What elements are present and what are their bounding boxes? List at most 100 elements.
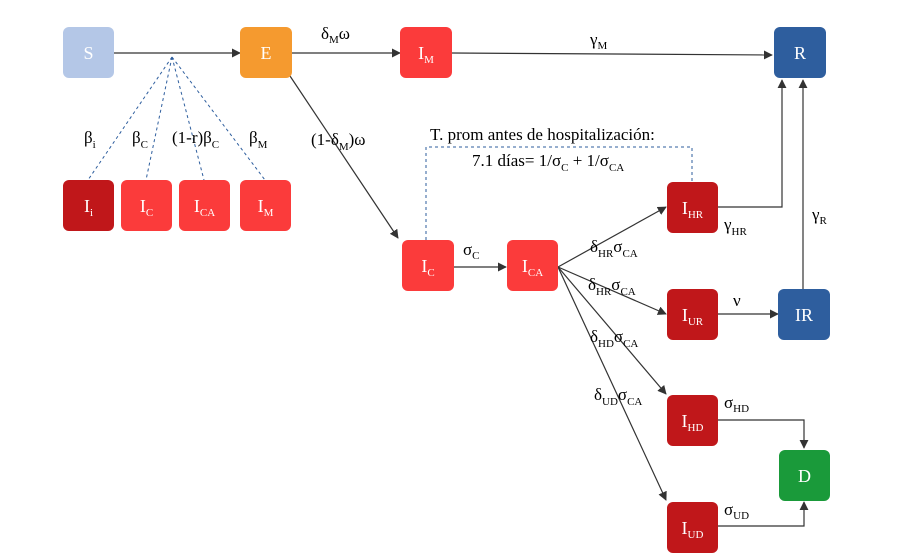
svg-text:Ii: Ii [84, 196, 93, 219]
label-one-minus-deltam-omega: (1-δM)ω [311, 130, 365, 153]
label-hospitalization-value: 7.1 días= 1/σC + 1/σCA [472, 151, 624, 174]
node-main: I [418, 43, 424, 63]
node-i-hd: IHD [667, 395, 718, 446]
node-box [667, 395, 718, 446]
node-sub: i [90, 207, 93, 219]
node-e: E [240, 27, 292, 78]
label-gamma-m: γM [589, 30, 608, 52]
label-sigma-hd: σHD [724, 393, 749, 415]
node-box [402, 240, 454, 291]
label-beta-c: βC [132, 128, 148, 151]
node-box [507, 240, 558, 291]
node-main: IR [795, 305, 813, 325]
node-box [240, 180, 291, 231]
node-sub: CA [528, 267, 543, 279]
node-i-ca: ICA [507, 240, 558, 291]
label-dud-sca: δUDσCA [594, 385, 642, 408]
node-box [63, 180, 114, 231]
svg-text:IM: IM [258, 196, 274, 219]
edge-ica-ihr [557, 206, 667, 268]
node-i-ud: IUD [667, 502, 718, 553]
node-sub: C [427, 267, 434, 279]
node-sub: M [424, 54, 434, 66]
svg-text:IUD: IUD [682, 518, 704, 541]
node-r: R [774, 27, 826, 78]
node-sub: CA [200, 207, 215, 219]
node-main: I [522, 256, 528, 276]
dash-to-im [171, 56, 266, 181]
label-sigma-c: σC [463, 240, 480, 262]
node-box [774, 27, 826, 78]
node-main: I [258, 196, 264, 216]
label-deltam-omega: δMω [321, 24, 350, 46]
edge-labels: δMω γM βi βC (1-r)βC βM (1-δM)ω T. prom … [84, 24, 828, 522]
dash-to-ic [145, 56, 173, 181]
node-sub: M [264, 207, 274, 219]
label-dhr-sca-2: δHRσCA [588, 275, 636, 298]
node-main: I [682, 518, 688, 538]
svg-text:R: R [794, 43, 806, 63]
label-sigma-ud: σUD [724, 500, 749, 522]
label-one-minus-r-beta-c: (1-r)βC [172, 128, 219, 151]
edge-ihd-d [718, 419, 809, 449]
node-d: D [779, 450, 830, 501]
node-main: I [84, 196, 90, 216]
svg-text:ICA: ICA [522, 256, 543, 279]
label-gamma-r: γR [811, 205, 828, 227]
node-main: I [194, 196, 200, 216]
node-box [667, 182, 718, 233]
node-main: D [798, 466, 811, 486]
label-hospitalization-title: T. prom antes de hospitalización: [430, 125, 655, 144]
label-gamma-hr: γHR [723, 215, 747, 238]
dashed-lines [87, 56, 693, 240]
node-main: S [83, 43, 93, 63]
svg-text:ICA: ICA [194, 196, 215, 219]
svg-text:E: E [261, 43, 272, 63]
edge-ica-iud [557, 266, 667, 501]
node-main: I [682, 411, 688, 431]
node-main: I [682, 305, 688, 325]
dash-to-ii [87, 56, 173, 181]
node-main: R [794, 43, 806, 63]
svg-text:IHR: IHR [682, 198, 704, 221]
node-box [779, 450, 830, 501]
node-box [240, 27, 292, 78]
svg-text:IHD: IHD [682, 411, 704, 434]
node-s: S [63, 27, 114, 78]
label-beta-i: βi [84, 128, 96, 151]
svg-text:D: D [798, 466, 811, 486]
svg-text:IC: IC [421, 256, 434, 279]
node-sub: C [146, 207, 153, 219]
edges [114, 48, 809, 527]
node-box [400, 27, 452, 78]
node-sub: UD [688, 529, 704, 541]
node-i-ca-left: ICA [179, 180, 230, 231]
nodes: S E IM R Ii IC ICA IM [63, 27, 830, 553]
node-box [778, 289, 830, 340]
dash-to-ica [171, 56, 205, 181]
edge-im-r [451, 50, 773, 60]
node-i-i: Ii [63, 180, 114, 231]
node-i-c: IC [402, 240, 454, 291]
node-box [667, 289, 718, 340]
node-main: I [682, 198, 688, 218]
node-sub: HD [688, 422, 704, 434]
node-box [121, 180, 172, 231]
node-i-m-top: IM [400, 27, 452, 78]
node-i-c-left: IC [121, 180, 172, 231]
node-ir: IR [778, 289, 830, 340]
node-main: I [421, 256, 427, 276]
node-box [63, 27, 114, 78]
node-main: E [261, 43, 272, 63]
node-box [179, 180, 230, 231]
node-i-ur: IUR [667, 289, 718, 340]
svg-text:IUR: IUR [682, 305, 704, 328]
svg-text:IM: IM [418, 43, 434, 66]
node-box [667, 502, 718, 553]
label-dhd-sca: δHDσCA [590, 327, 638, 350]
svg-text:IR: IR [795, 305, 813, 325]
label-beta-m: βM [249, 128, 268, 151]
node-i-hr: IHR [667, 182, 718, 233]
node-i-m-left: IM [240, 180, 291, 231]
